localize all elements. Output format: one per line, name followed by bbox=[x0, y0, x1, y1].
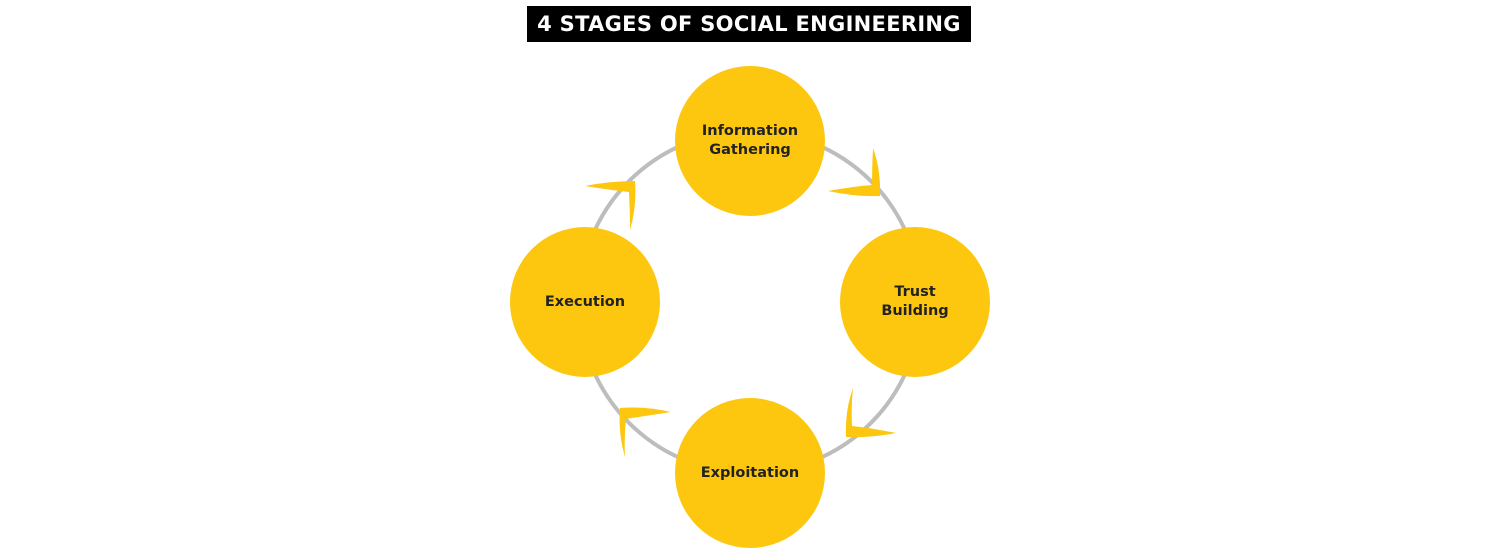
stage-exploitation: Exploitation bbox=[675, 398, 825, 548]
arrow-trust-to-exploit bbox=[845, 388, 896, 438]
stage-label: Exploitation bbox=[700, 464, 800, 481]
arrow-info-to-trust bbox=[828, 148, 881, 197]
stage-label: Execution bbox=[544, 293, 626, 310]
stage-label: Trust Building bbox=[881, 284, 949, 319]
stage-label: Information Gathering bbox=[701, 123, 799, 158]
stage-execution: Execution bbox=[510, 227, 660, 377]
diagram-title: 4 STAGES OF SOCIAL ENGINEERING bbox=[527, 6, 971, 42]
arrow-exploit-to-exec bbox=[619, 407, 671, 457]
stage-information-gathering: Information Gathering bbox=[675, 66, 825, 216]
arrow-exec-to-info bbox=[585, 181, 636, 230]
stage-trust-building: Trust Building bbox=[840, 227, 990, 377]
